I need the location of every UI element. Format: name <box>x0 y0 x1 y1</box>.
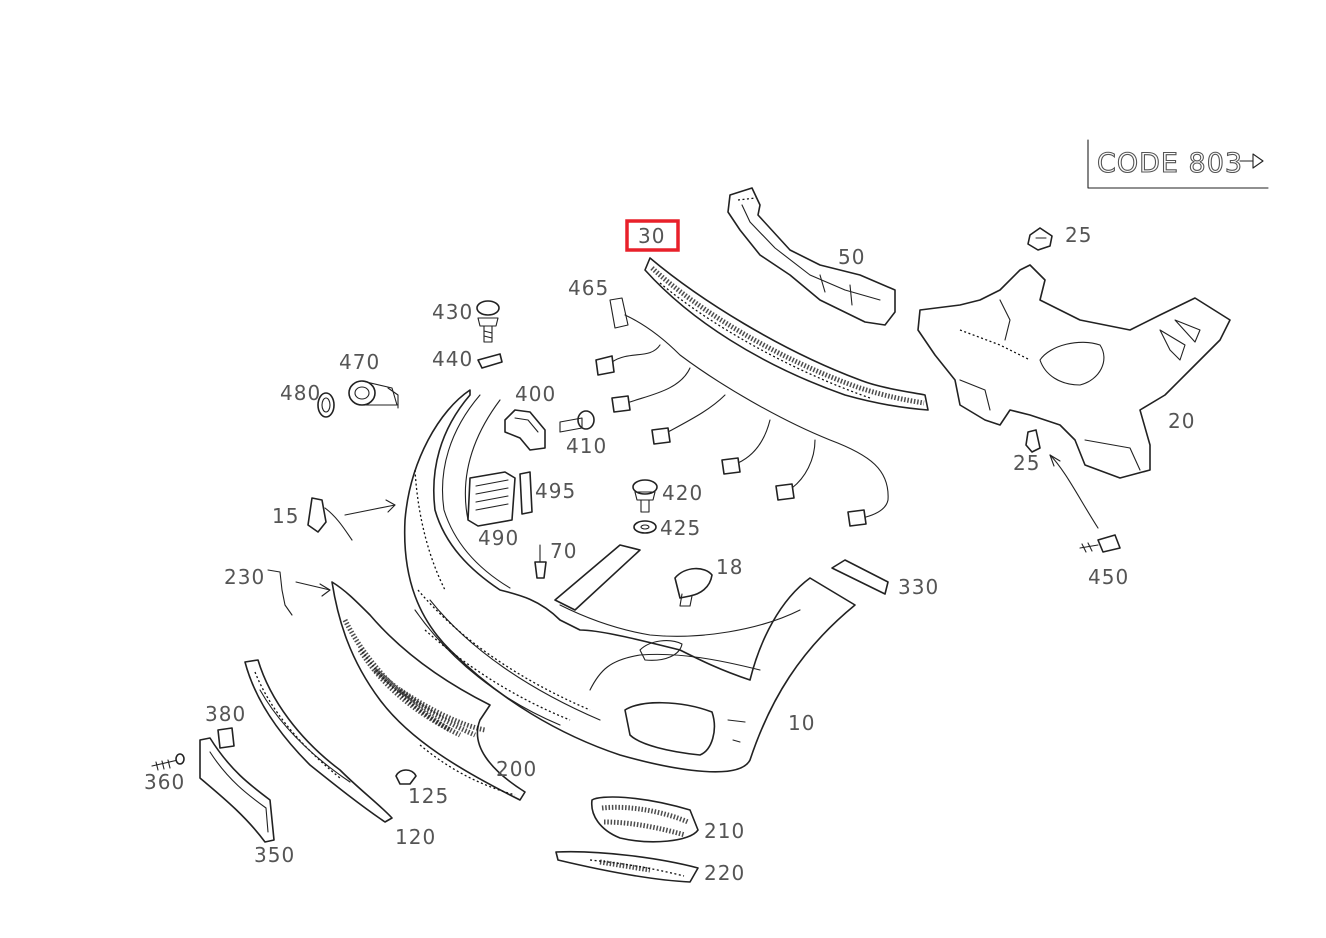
part-25-clip-lower[interactable] <box>1025 429 1041 453</box>
label-part-20[interactable]: 20 <box>1168 409 1195 433</box>
part-380-clip[interactable] <box>217 727 235 749</box>
part-470-sensor[interactable] <box>348 380 399 409</box>
part-465-wiring-harness[interactable] <box>595 297 889 527</box>
part-20-side-bracket[interactable] <box>917 264 1231 479</box>
part-495-bracket[interactable] <box>519 471 533 515</box>
label-part-490[interactable]: 490 <box>478 526 519 550</box>
label-part-425[interactable]: 425 <box>660 516 701 540</box>
part-25-clip-top[interactable] <box>1027 227 1053 251</box>
label-part-30[interactable]: 30 <box>638 224 665 248</box>
label-part-200[interactable]: 200 <box>496 757 537 781</box>
label-part-400[interactable]: 400 <box>515 382 556 406</box>
arrow-right-icon <box>1239 153 1264 169</box>
part-420-bolt[interactable] <box>632 479 658 513</box>
part-230-connector[interactable] <box>267 569 331 616</box>
label-part-210[interactable]: 210 <box>704 819 745 843</box>
part-210-fog-grille[interactable] <box>591 796 699 843</box>
label-part-18[interactable]: 18 <box>716 555 743 579</box>
label-part-480[interactable]: 480 <box>280 381 321 405</box>
part-50-upper-bracket[interactable] <box>727 187 896 326</box>
code-803-text: CODE 803 <box>1097 148 1243 179</box>
label-part-465[interactable]: 465 <box>568 276 609 300</box>
label-part-230[interactable]: 230 <box>224 565 265 589</box>
label-part-495[interactable]: 495 <box>535 479 576 503</box>
part-350-plate-holder[interactable] <box>199 737 275 843</box>
label-part-450[interactable]: 450 <box>1088 565 1129 589</box>
label-part-50[interactable]: 50 <box>838 245 865 269</box>
label-part-380[interactable]: 380 <box>205 702 246 726</box>
part-400-bracket[interactable] <box>504 409 546 451</box>
code-803-box: CODE 803 <box>1087 139 1269 189</box>
part-30-highlight-box <box>625 219 680 252</box>
label-part-220[interactable]: 220 <box>704 861 745 885</box>
label-part-360[interactable]: 360 <box>144 770 185 794</box>
part-490-control-module[interactable] <box>467 471 516 527</box>
part-330-strip[interactable] <box>831 559 889 595</box>
label-part-350[interactable]: 350 <box>254 843 295 867</box>
label-part-430[interactable]: 430 <box>432 300 473 324</box>
label-part-125[interactable]: 125 <box>408 784 449 808</box>
label-part-420[interactable]: 420 <box>662 481 703 505</box>
part-480-ring[interactable] <box>317 392 335 418</box>
sensor-connector-icon <box>595 355 867 527</box>
label-part-70[interactable]: 70 <box>550 539 577 563</box>
part-18-cover[interactable] <box>674 567 713 607</box>
part-15-cap[interactable] <box>307 497 396 541</box>
part-10-bumper-cover[interactable] <box>403 389 856 773</box>
part-220-lower-trim[interactable] <box>555 850 699 883</box>
part-430-bolt[interactable] <box>476 300 500 343</box>
label-part-25-lower[interactable]: 25 <box>1013 451 1040 475</box>
part-360-screw[interactable] <box>151 753 185 771</box>
label-part-470[interactable]: 470 <box>339 350 380 374</box>
part-30-bumper-reinforcement[interactable] <box>644 257 929 411</box>
label-part-410[interactable]: 410 <box>566 434 607 458</box>
label-part-330[interactable]: 330 <box>898 575 939 599</box>
part-440-clip[interactable] <box>477 353 503 369</box>
label-part-120[interactable]: 120 <box>395 825 436 849</box>
part-410-screw[interactable] <box>559 410 595 433</box>
part-425-washer[interactable] <box>633 520 657 534</box>
part-450-screw[interactable] <box>1049 454 1121 553</box>
label-part-15[interactable]: 15 <box>272 504 299 528</box>
label-part-10[interactable]: 10 <box>788 711 815 735</box>
part-200-lower-grille[interactable] <box>331 581 526 801</box>
part-labels: 10 15 18 20 25 25 30 50 70 120 125 200 2… <box>144 223 1195 885</box>
part-120-trim-strip[interactable] <box>244 659 393 823</box>
label-part-25-top[interactable]: 25 <box>1065 223 1092 247</box>
label-part-440[interactable]: 440 <box>432 347 473 371</box>
part-125-clip[interactable] <box>395 769 417 785</box>
part-70-pin[interactable] <box>534 544 547 579</box>
